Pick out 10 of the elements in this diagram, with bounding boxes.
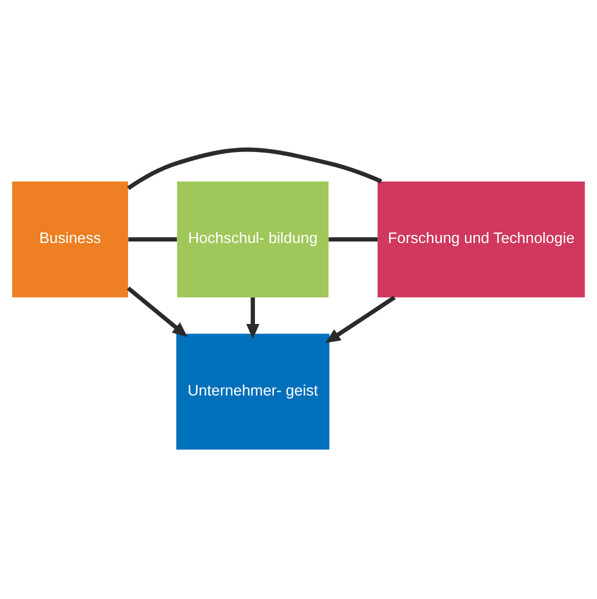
arrow [126, 286, 188, 337]
node-box: Forschung und Technologie [378, 181, 585, 298]
node-box: Business [12, 181, 128, 298]
connector [127, 148, 382, 190]
connector [328, 237, 378, 242]
arrow [246, 297, 260, 339]
arrow [325, 296, 396, 344]
node-box: Unternehmer- geist [176, 334, 330, 450]
node-box: Hochschul- bildung [177, 181, 329, 298]
connector [128, 237, 177, 242]
